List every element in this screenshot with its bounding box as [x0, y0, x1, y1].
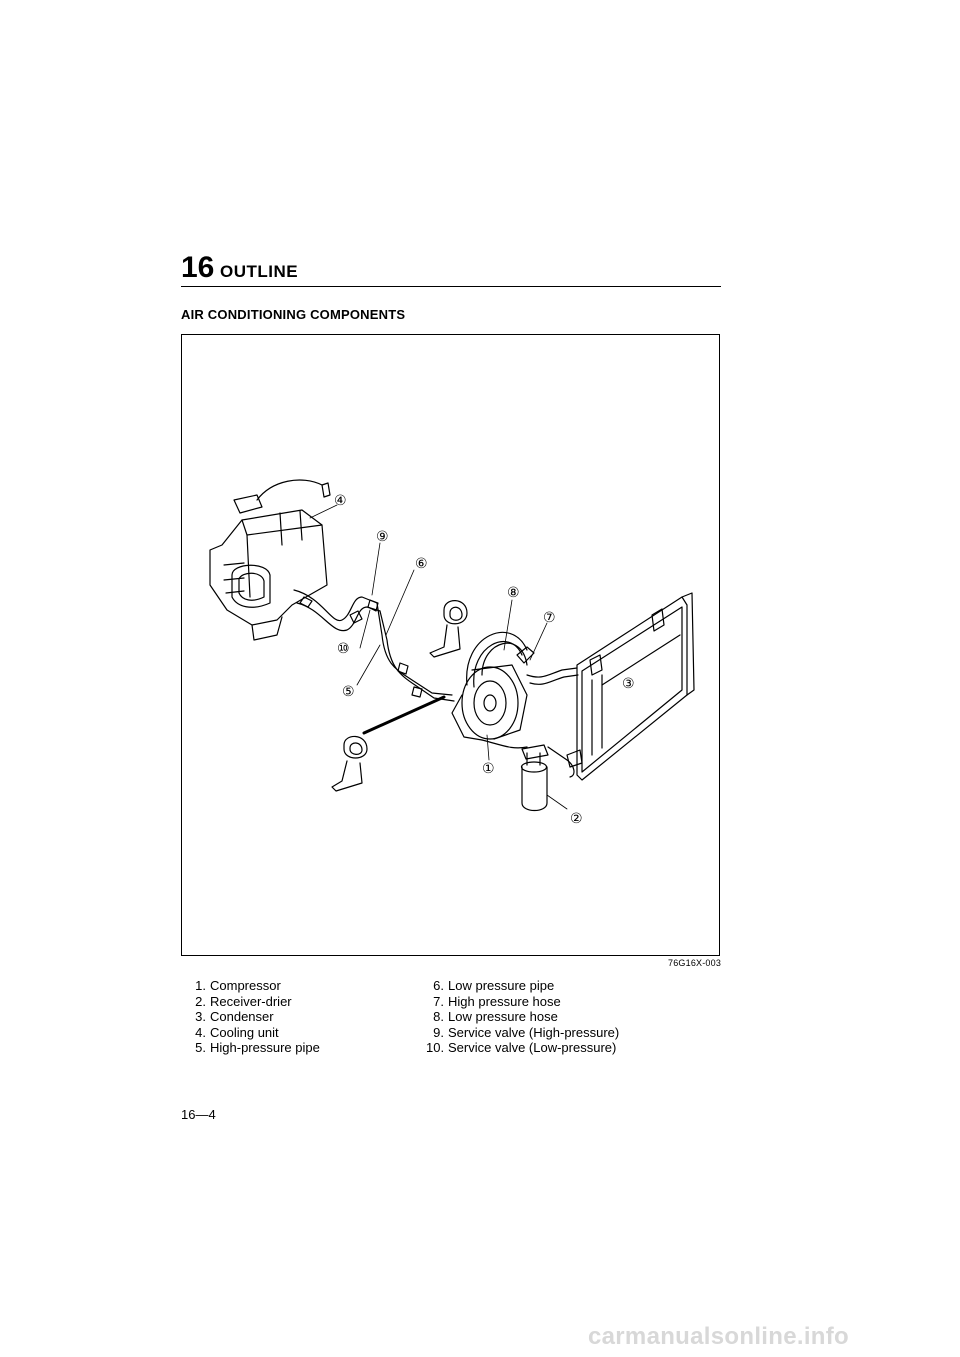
receiver-drier-drawing [481, 739, 575, 812]
callout-6: ⑥ [415, 556, 428, 572]
legend-item: 5.High-pressure pipe [195, 1040, 320, 1055]
watermark: carmanualsonline.info [588, 1323, 850, 1350]
legend-item: 8.Low pressure hose [433, 1009, 558, 1024]
legend-right: 6.Low pressure pipe 7.High pressure hose… [426, 978, 619, 1056]
chapter-number: 16 [181, 251, 215, 284]
legend-item: 6.Low pressure pipe [433, 978, 555, 993]
callout-3: ③ [622, 676, 635, 692]
components-figure: ④ ⑨ ⑥ ⑧ ⑦ ③ ⑩ ⑤ ① ② [181, 334, 720, 956]
cooling-unit-drawing [209, 479, 331, 641]
legend-item: 9.Service valve (High-pressure) [433, 1024, 620, 1040]
figure-code: 76G16X-003 [668, 958, 722, 968]
page-number: 16—4 [181, 1107, 216, 1122]
legend-item: 4.Cooling unit [195, 1024, 279, 1040]
callout-10: ⑩ [337, 641, 350, 657]
pipe-lines-drawing [293, 589, 455, 702]
callout-8: ⑧ [507, 585, 520, 601]
header-rule [181, 286, 721, 287]
legend-item: 10.Service valve (Low-pressure) [426, 1040, 617, 1055]
callout-2: ② [570, 811, 583, 827]
bracket-lower-drawing [331, 695, 446, 792]
chapter-title: OUTLINE [220, 262, 299, 281]
legend-item: 1.Compressor [195, 978, 281, 993]
bracket-upper-drawing [429, 600, 468, 658]
legend-item: 2.Receiver-drier [195, 993, 292, 1009]
condenser-drawing [566, 592, 695, 781]
legend-left: 1.Compressor 2.Receiver-drier 3.Condense… [189, 978, 320, 1056]
callout-7: ⑦ [543, 610, 556, 626]
callout-5: ⑤ [342, 684, 355, 700]
ac-components-illustration: ④ ⑨ ⑥ ⑧ ⑦ ③ ⑩ ⑤ ① ② [209, 479, 695, 827]
compressor-drawing [451, 631, 579, 741]
callout-leaders [309, 504, 568, 810]
callout-9: ⑨ [376, 529, 389, 545]
callout-1: ① [482, 761, 495, 777]
legend-item: 3.Condenser [195, 1009, 274, 1024]
section-title: AIR CONDITIONING COMPONENTS [181, 307, 406, 322]
callout-4: ④ [334, 493, 347, 509]
legend-item: 7.High pressure hose [433, 993, 561, 1009]
chapter-header: 16 OUTLINE [181, 253, 721, 289]
